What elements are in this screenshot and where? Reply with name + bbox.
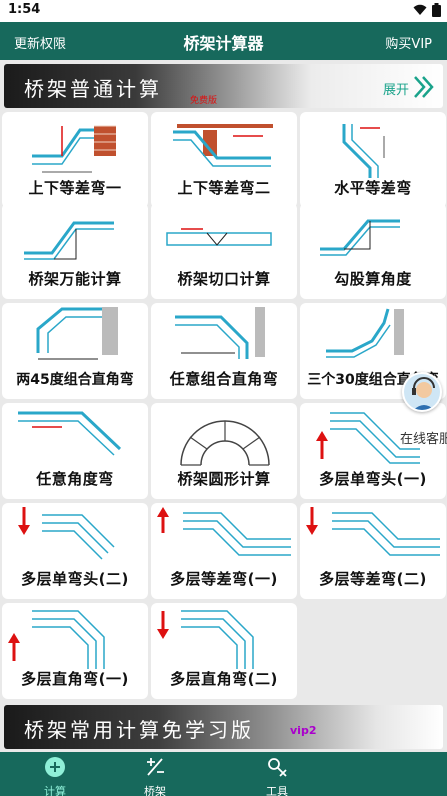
card-cut-calc[interactable]: 桥架切口计算 bbox=[151, 203, 297, 299]
card-label: 桥架万能计算 bbox=[28, 270, 122, 288]
section-banner-common[interactable]: 桥架常用计算免学习版 vip2 bbox=[4, 705, 443, 749]
card-universal-calc[interactable]: 桥架万能计算 bbox=[2, 203, 148, 299]
card-label: 多层直角弯(二) bbox=[170, 670, 278, 688]
card-label: 任意角度弯 bbox=[36, 470, 114, 488]
update-permission-button[interactable]: 更新权限 bbox=[14, 37, 67, 52]
banner-title: 桥架普通计算 bbox=[24, 77, 162, 101]
multi-layer-diagram-icon bbox=[157, 610, 254, 669]
status-bar: 1:54 bbox=[0, 0, 447, 22]
app-bar: 更新权限 桥架计算器 购买VIP bbox=[0, 22, 447, 60]
card-label: 上下等差弯一 bbox=[28, 179, 122, 197]
multi-layer-diagram-icon bbox=[306, 507, 440, 556]
card-multi-layer-single-bend-2[interactable]: 多层单弯头(二) bbox=[2, 503, 148, 599]
card-multi-layer-equal-bend-1[interactable]: 多层等差弯(一) bbox=[151, 503, 297, 599]
card-two-45-right-angle[interactable]: 两45度组合直角弯 bbox=[2, 303, 148, 399]
multi-layer-diagram-icon bbox=[18, 507, 115, 560]
nav-label: 桥架 bbox=[144, 785, 166, 796]
card-label: 水平等差弯 bbox=[334, 179, 412, 197]
card-label: 上下等差弯二 bbox=[177, 179, 271, 197]
card-any-angle-bend[interactable]: 任意角度弯 bbox=[2, 403, 148, 499]
card-label: 勾股算角度 bbox=[334, 270, 412, 288]
expand-button[interactable]: 展开 bbox=[382, 83, 409, 98]
card-multi-layer-right-angle-1[interactable]: 多层直角弯(一) bbox=[2, 603, 148, 699]
status-time: 1:54 bbox=[8, 2, 41, 17]
service-label: 在线客服 bbox=[400, 432, 447, 447]
card-label: 桥架圆形计算 bbox=[177, 470, 271, 488]
bend-diagram-icon bbox=[173, 124, 273, 167]
card-label: 任意组合直角弯 bbox=[169, 370, 279, 388]
calculator-icon bbox=[45, 757, 65, 777]
triangle-diagram-icon bbox=[320, 219, 400, 256]
card-any-combo-right-angle[interactable]: 任意组合直角弯 bbox=[151, 303, 297, 399]
nav-tab-tools[interactable]: 工具 bbox=[242, 756, 312, 796]
plus-minus-icon bbox=[147, 758, 164, 776]
card-up-down-equal-bend-2[interactable]: 上下等差弯二 bbox=[151, 112, 297, 208]
card-pythagorean-angle[interactable]: 勾股算角度 bbox=[300, 203, 446, 299]
service-avatar bbox=[402, 372, 442, 412]
bend-diagram-icon bbox=[175, 307, 265, 359]
bend-diagram-icon bbox=[24, 221, 114, 260]
bend-diagram-icon bbox=[326, 308, 404, 358]
vip-badge: vip2 bbox=[290, 724, 317, 737]
agent-icon bbox=[412, 377, 435, 410]
card-label: 多层单弯头(二) bbox=[21, 570, 129, 588]
card-label: 两45度组合直角弯 bbox=[16, 372, 134, 388]
bend-diagram-icon bbox=[18, 411, 122, 456]
bend-diagram-icon bbox=[36, 307, 118, 360]
card-up-down-equal-bend-1[interactable]: 上下等差弯一 bbox=[2, 112, 148, 208]
wifi-icon bbox=[413, 4, 427, 15]
banner-subtitle: 免费版 bbox=[190, 96, 218, 106]
nav-label: 计算 bbox=[44, 785, 66, 796]
tools-icon bbox=[268, 758, 287, 777]
card-circle-calc[interactable]: 桥架圆形计算 bbox=[151, 403, 297, 499]
multi-layer-diagram-icon bbox=[157, 507, 291, 556]
card-label: 多层等差弯(一) bbox=[170, 570, 278, 588]
card-label: 多层等差弯(二) bbox=[319, 570, 427, 588]
nav-tab-tray[interactable]: 桥架 bbox=[120, 756, 190, 796]
nav-label: 工具 bbox=[266, 785, 288, 796]
bend-diagram-icon bbox=[342, 124, 385, 178]
circle-diagram-icon bbox=[180, 420, 270, 466]
banner2-title: 桥架常用计算免学习版 bbox=[24, 718, 254, 742]
nav-tab-calculate[interactable]: 计算 bbox=[20, 756, 90, 796]
multi-layer-diagram-icon bbox=[8, 610, 105, 669]
card-multi-layer-right-angle-2[interactable]: 多层直角弯(二) bbox=[151, 603, 297, 699]
multi-layer-diagram-icon bbox=[316, 412, 420, 464]
card-multi-layer-single-bend-1[interactable]: 多层单弯头(一) bbox=[300, 403, 446, 499]
battery-icon bbox=[432, 3, 441, 17]
section-banner-basic[interactable]: 桥架普通计算 免费版 展开 bbox=[4, 64, 443, 108]
buy-vip-button[interactable]: 购买VIP bbox=[385, 37, 432, 52]
card-multi-layer-equal-bend-2[interactable]: 多层等差弯(二) bbox=[300, 503, 446, 599]
bend-diagram-icon bbox=[32, 125, 116, 173]
card-label: 多层直角弯(一) bbox=[21, 670, 129, 688]
bottom-nav: 计算 桥架 工具 bbox=[0, 752, 447, 796]
page-title: 桥架计算器 bbox=[183, 34, 264, 53]
card-horizontal-equal-bend[interactable]: 水平等差弯 bbox=[300, 112, 446, 208]
double-chevron-right-icon[interactable] bbox=[411, 74, 437, 100]
card-label: 多层单弯头(一) bbox=[319, 470, 427, 488]
online-service-button[interactable]: 在线客服 bbox=[398, 372, 447, 452]
card-label: 桥架切口计算 bbox=[177, 270, 271, 288]
cut-diagram-icon bbox=[166, 228, 272, 246]
